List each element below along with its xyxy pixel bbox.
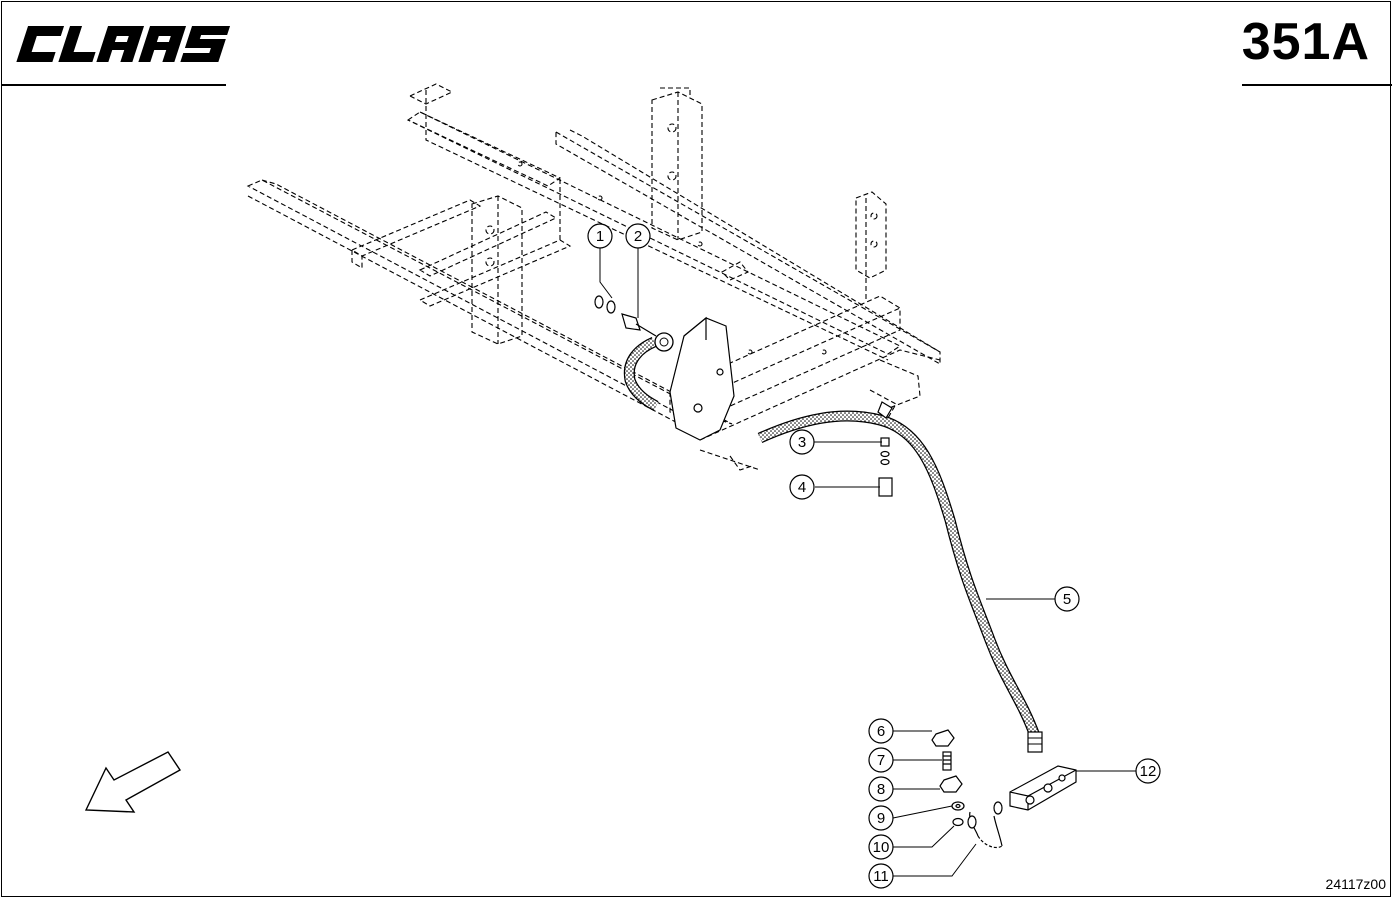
callout-7: 7 [868, 747, 894, 773]
header-left-rule [2, 84, 226, 86]
callout-label: 11 [873, 868, 889, 885]
callout-label: 4 [798, 479, 806, 496]
callout-3: 3 [789, 429, 815, 455]
hose-part-5 [623, 332, 1043, 753]
page-code: 351A [1241, 13, 1370, 71]
callout-1: 1 [587, 223, 613, 249]
callout-label: 1 [596, 228, 604, 245]
callout-label: 12 [1140, 763, 1157, 780]
leader-lines [599, 248, 1136, 877]
header-right-rule [1242, 84, 1392, 86]
callout-label: 5 [1063, 591, 1071, 608]
hardware-parts [594, 295, 1077, 849]
callout-5: 5 [1054, 586, 1080, 612]
callout-10: 10 [868, 834, 894, 860]
direction-arrow [84, 751, 182, 813]
callout-label: 7 [877, 752, 885, 769]
callout-label: 6 [877, 723, 885, 740]
callout-6: 6 [868, 718, 894, 744]
callout-label: 8 [877, 781, 885, 798]
callout-label: 9 [877, 810, 885, 827]
callout-11: 11 [868, 863, 894, 889]
claas-logo [16, 26, 231, 62]
front-bracket [669, 316, 735, 441]
callout-8: 8 [868, 776, 894, 802]
callout-label: 3 [798, 434, 806, 451]
callout-label: 10 [873, 839, 890, 856]
drawing-id: 24117z00 [1325, 876, 1386, 892]
callout-2: 2 [625, 223, 651, 249]
callout-12: 12 [1135, 758, 1161, 784]
callout-4: 4 [789, 474, 815, 500]
callout-9: 9 [868, 805, 894, 831]
callout-label: 2 [634, 228, 642, 245]
